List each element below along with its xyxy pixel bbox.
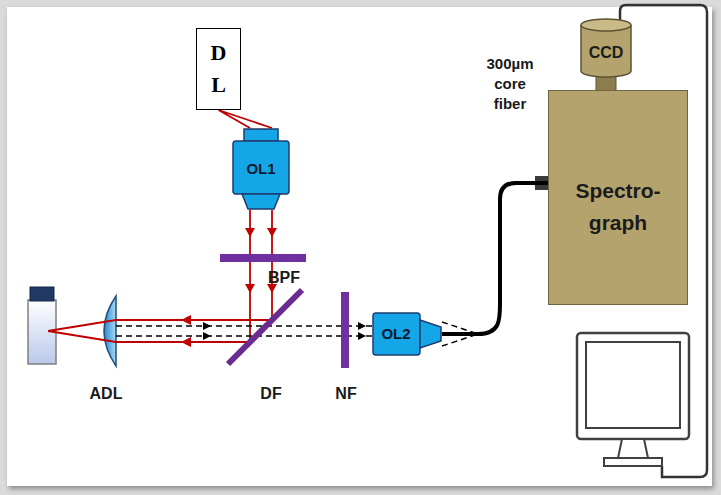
laser-beam xyxy=(48,331,116,342)
objective-body xyxy=(233,141,289,194)
label-holder: ADL xyxy=(84,384,128,404)
node-label: CCD xyxy=(589,44,624,62)
label-holder: 300µm core fiber xyxy=(478,54,542,114)
beam-arrowhead xyxy=(181,315,191,325)
node-label: Spectro- graph xyxy=(563,175,673,239)
node-label: D L xyxy=(207,37,231,101)
laser-beam xyxy=(116,319,272,321)
aspheric-lens xyxy=(104,296,116,366)
signal-arrowhead xyxy=(358,332,366,340)
ccd-camera: CCD xyxy=(580,18,632,78)
label-holder: DF xyxy=(256,384,286,404)
laser-beam-connector xyxy=(219,110,273,128)
bandpass-filter xyxy=(220,254,306,262)
cylinder-body xyxy=(581,25,631,77)
monitor-stand xyxy=(618,439,648,458)
optical-fiber xyxy=(442,183,548,334)
laser-beam xyxy=(271,210,273,320)
beam-arrowhead xyxy=(181,337,191,347)
signal-beam xyxy=(116,335,372,337)
objective-lens: OL1 xyxy=(232,128,290,210)
signal-arrowhead xyxy=(358,322,366,330)
label-holder: BPF xyxy=(264,268,304,288)
part-label: DF xyxy=(256,384,286,404)
cuvette-cap xyxy=(30,287,54,301)
laser-beam xyxy=(48,320,116,331)
signal-arrowhead xyxy=(203,322,211,330)
objective-tip xyxy=(420,320,441,348)
text-holder: CCD xyxy=(589,44,624,62)
monitor-screen xyxy=(586,342,680,428)
objective-lens: OL2 xyxy=(372,312,442,356)
part-label: 300µm core fiber xyxy=(478,54,542,114)
diode-laser-box: D L xyxy=(196,28,241,110)
signal-arrowhead xyxy=(203,332,211,340)
monitor-base xyxy=(604,458,662,466)
node-label: OL2 xyxy=(381,325,410,343)
part-label: ADL xyxy=(84,384,128,404)
label-holder: NF xyxy=(330,384,362,404)
cylinder-top xyxy=(581,19,631,31)
text-holder: D L xyxy=(207,37,231,101)
objective-cap xyxy=(244,129,278,141)
objective-body xyxy=(373,313,420,355)
objective-tip xyxy=(242,194,280,209)
part-label: NF xyxy=(330,384,362,404)
text-holder: OL1 xyxy=(246,160,275,178)
part-label: BPF xyxy=(264,268,304,288)
text-holder: Spectro- graph xyxy=(563,175,673,239)
signal-beam xyxy=(116,325,372,327)
text-holder: OL2 xyxy=(381,325,410,343)
beam-arrowhead xyxy=(245,228,255,237)
beam-arrowhead xyxy=(267,228,277,237)
notch-filter xyxy=(341,292,349,368)
monitor-frame xyxy=(577,333,689,439)
beam-arrowhead xyxy=(245,284,255,293)
node-label: OL1 xyxy=(246,160,275,178)
dichroic-filter xyxy=(228,290,302,364)
spectrograph-box: Spectro- graph xyxy=(548,90,688,305)
laser-beam xyxy=(48,210,272,342)
